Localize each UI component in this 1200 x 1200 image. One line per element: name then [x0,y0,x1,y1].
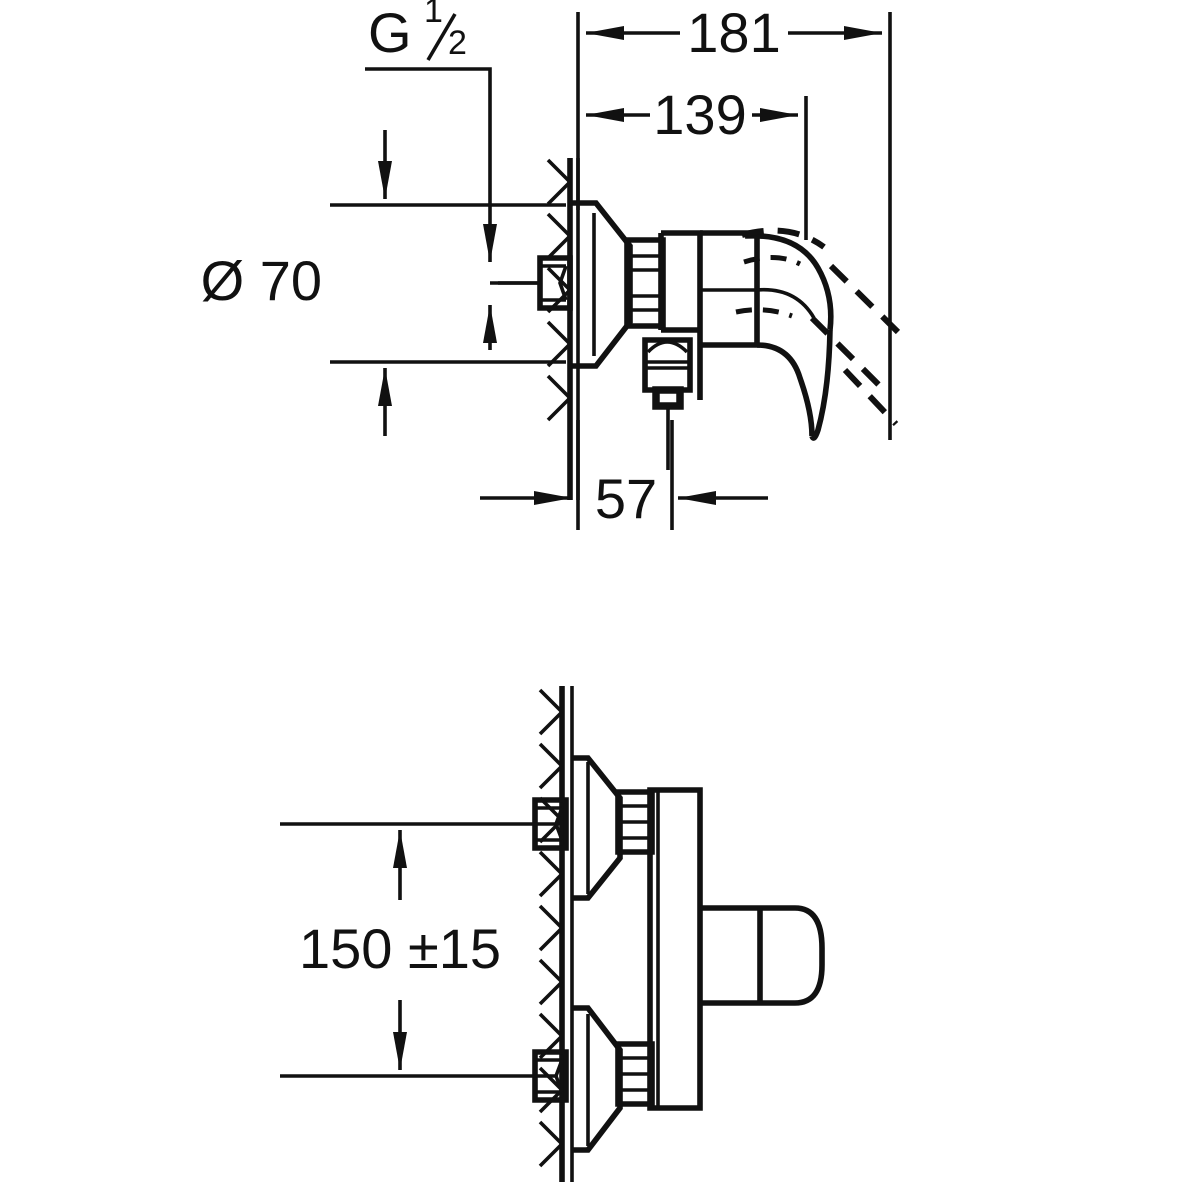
thread-note-numerator: 1 [424,0,443,30]
lever-handle-open-position-top [735,227,903,427]
top-view-group: 181 139 57 [201,0,903,530]
lever-handle-bottom [700,905,825,1006]
thread-note-letter: G [368,1,412,64]
lever-handle-top [744,232,834,441]
thread-note-g-half: G 1 2 [365,0,540,350]
dimension-150-label: 150 ±15 [299,917,501,980]
dimension-57: 57 [480,420,768,530]
dimension-150-plusminus-15: 150 ±15 [280,822,556,1078]
dimension-139-label: 139 [653,83,746,146]
dimension-diameter-70-label: Ø 70 [201,249,322,312]
dimension-diameter-70: Ø 70 [201,130,566,436]
dimension-181-label: 181 [687,1,780,64]
shower-outlet-top [642,337,693,470]
mixer-body-top [658,230,760,400]
dimension-139: 139 [586,83,808,240]
dimension-181: 181 [576,1,892,440]
thread-note-denominator: 2 [448,24,467,62]
mixer-body-bottom [647,787,703,1111]
wall-section-top [546,158,580,500]
escutcheon-cone-top [570,200,633,369]
bottom-view-group: 150 ±15 [280,686,825,1182]
dimension-57-label: 57 [595,467,657,530]
wall-section-bottom [538,686,574,1182]
